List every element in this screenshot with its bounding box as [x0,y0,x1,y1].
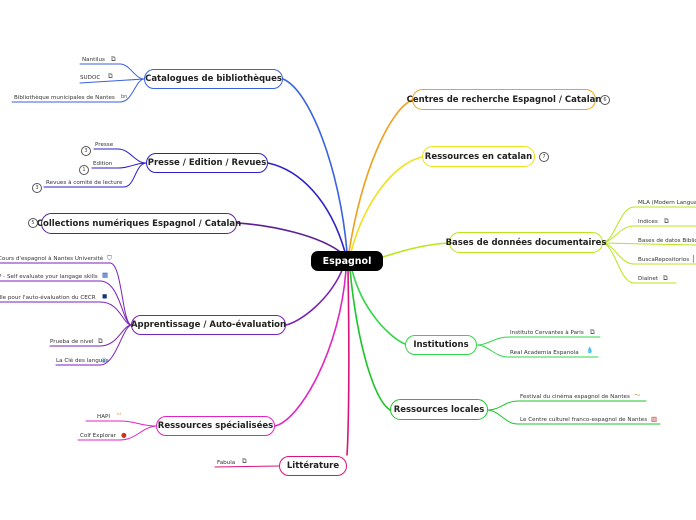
branch-ressources-en-catalan[interactable]: Ressources en catalan [422,146,535,167]
leaf-indices[interactable]: Indices [638,219,658,225]
wave-icon[interactable]: 〜 [634,391,641,399]
leaf-auto-evaluation-cecr[interactable]: ille pour l'auto-évaluation du CECR [0,295,96,301]
branch-bases-de-donnees-documentaires[interactable]: Bases de données documentaires [446,232,606,253]
branch-ressources-specialisees[interactable]: Ressources spécialisées [156,416,275,436]
count-badge-edition[interactable]: 1 [79,165,89,175]
external-link-icon[interactable]: ⧉ [663,274,668,282]
hapi-logo-icon[interactable]: ʰᴵ [117,411,121,419]
link-presse [267,162,346,253]
leaf-cours-espagnol-nantes[interactable]: Cours d'espagnol à Nantes Université [0,256,104,262]
link-bases [379,242,450,259]
leaf-la-cle-des-langues[interactable]: La Clé des langues [56,358,109,364]
external-link-icon[interactable]: ⧉ [111,55,116,63]
library-logo-icon[interactable]: bn [121,94,128,100]
leaf-edition[interactable]: Edition [93,161,113,167]
leaf-bases-de-datos-biblio[interactable]: Bases de datos Biblio [638,238,696,244]
leaf-dialnet[interactable]: Dialnet [638,276,659,282]
link-centres [348,99,413,253]
external-link-icon[interactable]: ⧉ [98,337,103,345]
leaf-real-academia-espanola[interactable]: Real Academia Espanola [510,350,579,356]
branch-institutions[interactable]: Institutions [405,335,477,355]
globe-logo-icon[interactable]: ● [121,431,127,439]
drop-icon[interactable]: 💧 [586,347,594,354]
external-link-icon[interactable]: ⧉ [242,457,247,465]
grid-icon[interactable]: ▦ [102,271,109,279]
branch-apprentissage-auto-evaluation[interactable]: Apprentissage / Auto-évaluation [131,315,286,335]
link-apprentissage [285,267,344,326]
leaf-self-evaluate[interactable]: P - Self evaluate your langage skills [0,274,98,280]
branch-presse-edition-revues[interactable]: Presse / Edition / Revues [146,153,268,173]
external-link-icon[interactable]: ⧉ [108,72,113,80]
globe-icon[interactable]: ◎ [101,356,107,364]
root-node-espagnol[interactable]: Espagnol [311,251,383,271]
count-badge-collections[interactable]: 5 [28,218,38,228]
leaf-bibliotheque-municipales[interactable]: Bibliothèque municipales de Nantes [14,95,115,101]
flag-icon[interactable]: ◼ [102,292,108,300]
link-catalogues [282,78,348,253]
external-link-icon[interactable]: ⧉ [664,217,669,225]
branch-centres-de-recherche[interactable]: Centres de recherche Espagnol / Catalan [407,89,601,110]
leaf-sudoc[interactable]: SUDOC [80,75,101,81]
leaf-hapi[interactable]: HAPI [97,414,111,420]
link-locales [349,269,391,411]
leaf-mla[interactable]: MLA (Modern Langua [638,200,696,206]
branch-ressources-locales[interactable]: Ressources locales [390,399,488,420]
branch-catalogues-de-bibliotheques[interactable]: Catalogues de bibliothèques [144,69,283,89]
branch-collections-numeriques[interactable]: Collections numériques Espagnol / Catala… [37,213,241,234]
count-badge-revues[interactable]: 3 [32,183,42,193]
leaf-prueba-de-nivel[interactable]: Prueba de nivel [50,339,94,345]
leaf-festival-cinema-espagnol[interactable]: Festival du cinéma espagnol de Nantes [520,394,630,400]
leaf-instituto-cervantes[interactable]: Instituto Cervantes à Paris [510,330,584,336]
leaf-revues-comite-lecture[interactable]: Revues à comité de lecture [46,180,123,186]
branch-litterature[interactable]: Littérature [279,456,347,476]
count-badge-catalan[interactable]: 7 [539,152,549,162]
link-specialisees [274,269,347,427]
external-link-icon[interactable]: ⧉ [590,328,595,336]
link-institutions [351,269,406,345]
leaf-nantilus[interactable]: Nantilus [82,57,105,63]
link-collections [236,222,344,255]
link-catalan [350,156,423,253]
leaf-fabula[interactable]: Fabula [217,460,236,466]
leaf-centre-culturel-franco-espagnol[interactable]: Le Centre culturel franco-espagnol de Na… [520,417,648,423]
leaf-buscarepositorios[interactable]: BuscaRepositorios [638,257,690,263]
count-badge-presse[interactable]: 3 [81,146,91,156]
shield-icon[interactable]: ⛉ [107,254,112,262]
link-litterature [346,269,350,456]
leaf-colf-explorar[interactable]: Colf Explorar [80,433,117,439]
count-badge-centres[interactable]: 6 [600,95,610,105]
leaf-presse[interactable]: Presse [95,142,114,148]
building-icon[interactable]: ▥ [651,415,658,423]
bar-icon[interactable]: ▏ [693,255,696,263]
